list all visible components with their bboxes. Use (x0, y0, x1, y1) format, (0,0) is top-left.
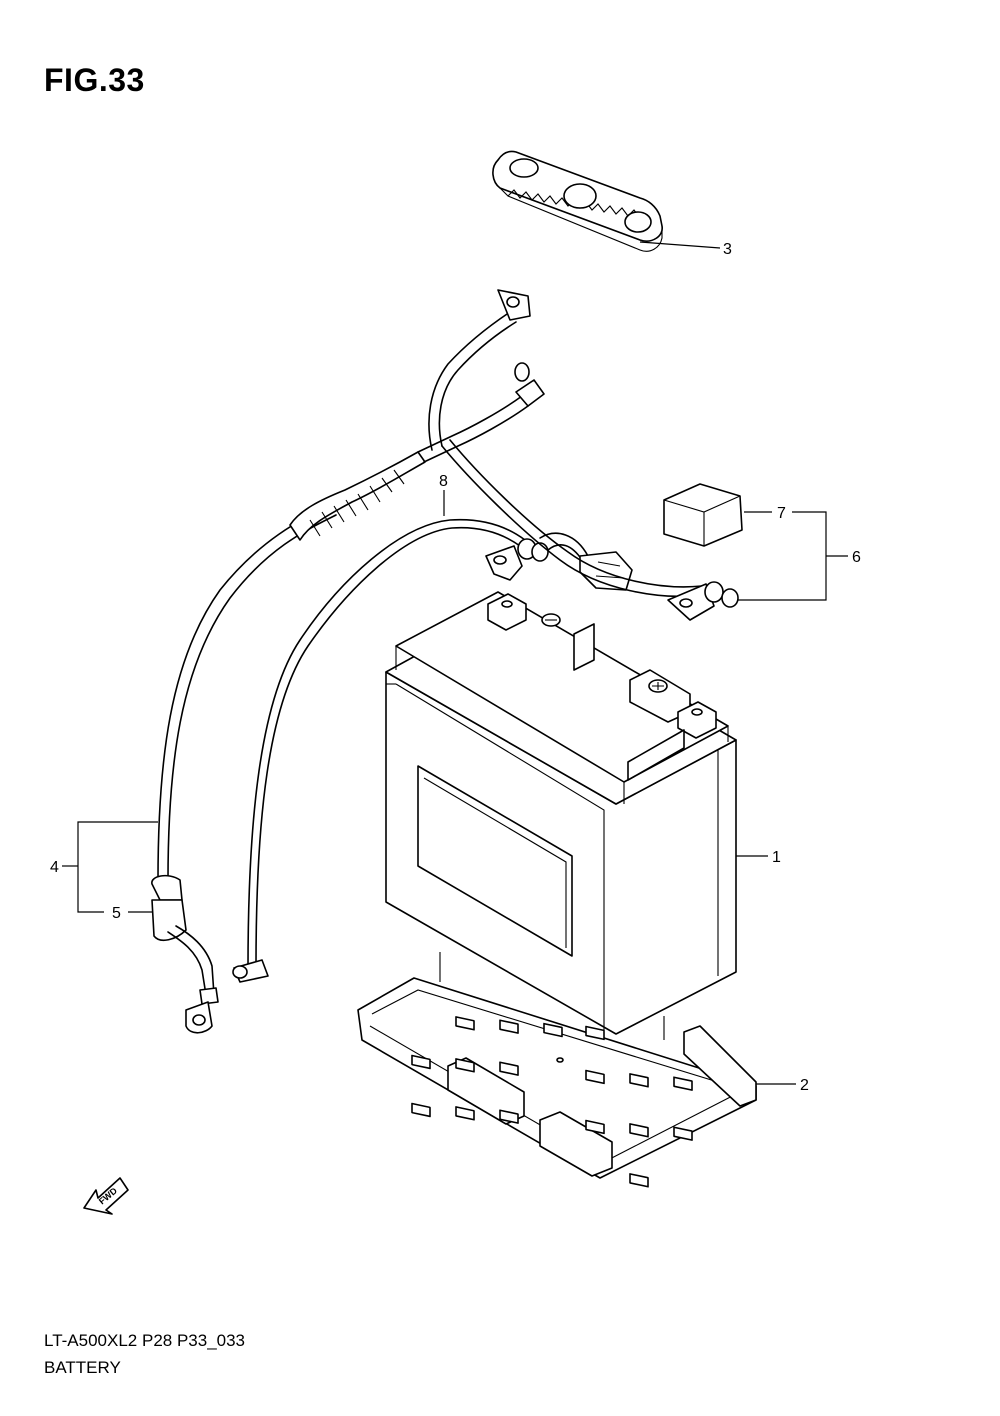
callout-7: 7 (777, 505, 786, 522)
figure-title: FIG.33 (44, 62, 145, 98)
fwd-arrow-icon: FWD (83, 1177, 129, 1215)
callout-8: 8 (439, 473, 448, 490)
callout-2: 2 (800, 1077, 809, 1094)
diagram-code: LT-A500XL2 P28 P33_033 (44, 1331, 246, 1350)
part-1-battery (385, 591, 737, 1035)
leader-lines (62, 241, 848, 1085)
callout-5: 5 (112, 905, 121, 922)
callout-6: 6 (852, 549, 861, 566)
tray-slots (411, 1016, 693, 1188)
part-3-terminal-cover (492, 150, 663, 252)
callout-1: 1 (772, 849, 781, 866)
part-7-terminal-cap (663, 483, 743, 547)
callout-3: 3 (723, 241, 732, 258)
part-4-positive-cable (151, 289, 739, 1034)
part-8-negative-cable (232, 518, 633, 983)
part-2-battery-tray (357, 952, 757, 1188)
callout-4: 4 (50, 859, 59, 876)
diagram-name: BATTERY (44, 1358, 121, 1377)
